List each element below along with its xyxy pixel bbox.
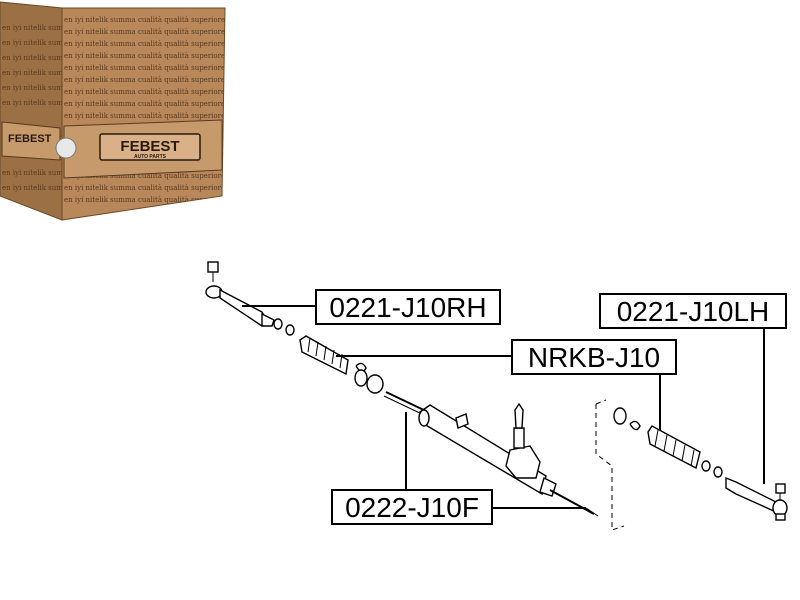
label-0221-j10lh: 0221-J10LH (599, 293, 787, 329)
brand-logo-side: FEBEST (8, 133, 52, 145)
boot-left-drawing (299, 335, 384, 394)
dashed-bracket (595, 399, 625, 531)
label-0222-j10f: 0222-J10F (331, 489, 493, 525)
product-box: en iyi nitelik summa cualità qualità sup… (0, 1, 451, 221)
svg-text:0221-J10LH: 0221-J10LH (617, 296, 770, 327)
svg-text:en iyi nitelik summa cualità: en iyi nitelik summa cualità qualità sup… (64, 111, 451, 120)
svg-text:en iyi nitelik summa cualità: en iyi nitelik summa cualità qualità sup… (64, 27, 451, 36)
svg-text:en iyi nitelik summa cualità: en iyi nitelik summa cualità qualità sup… (2, 168, 389, 177)
tie-rod-end-left-drawing (725, 476, 788, 521)
quality-badge-icon (55, 137, 77, 159)
steering-rack-drawing (383, 391, 599, 517)
svg-text:0222-J10F: 0222-J10F (345, 492, 479, 523)
svg-text:en iyi nitelik summa cualità: en iyi nitelik summa cualità qualità sup… (64, 87, 451, 96)
svg-text:en iyi nitelik summa cualità: en iyi nitelik summa cualità qualità sup… (64, 39, 451, 48)
svg-text:en iyi nitelik summa cualità: en iyi nitelik summa cualità qualità sup… (2, 68, 389, 77)
brand-subtitle: AUTO PARTS (134, 154, 167, 160)
box-print-pattern: en iyi nitelik summa cualità qualità sup… (64, 15, 451, 204)
brand-logo: FEBEST (120, 138, 179, 155)
svg-text:en iyi nitelik summa cualità: en iyi nitelik summa cualità qualità sup… (64, 15, 451, 24)
svg-text:NRKB-J10: NRKB-J10 (528, 342, 660, 373)
svg-text:en iyi nitelik summa cualità: en iyi nitelik summa cualità qualità sup… (64, 51, 451, 60)
svg-text:en iyi nitelik summa cualità: en iyi nitelik summa cualità qualità sup… (64, 63, 451, 72)
svg-text:en iyi nitelik summa cualità: en iyi nitelik summa cualità qualità sup… (64, 195, 451, 204)
label-0221-j10rh: 0221-J10RH (315, 289, 501, 325)
svg-text:en iyi nitelik summa cualità: en iyi nitelik summa cualità qualità sup… (64, 183, 451, 192)
label-nrkb-j10: NRKB-J10 (511, 339, 677, 375)
svg-text:en iyi nitelik summa cualità: en iyi nitelik summa cualità qualità sup… (2, 183, 389, 192)
svg-text:0221-J10RH: 0221-J10RH (329, 292, 486, 323)
svg-text:en iyi nitelik summa cualità: en iyi nitelik summa cualità qualità sup… (2, 98, 389, 107)
svg-text:en iyi nitelik summa cualità: en iyi nitelik summa cualità qualità sup… (64, 99, 451, 108)
svg-text:en iyi nitelik summa cualità: en iyi nitelik summa cualità qualità sup… (2, 38, 389, 47)
svg-text:en iyi nitelik summa cualità: en iyi nitelik summa cualità qualità sup… (2, 83, 389, 92)
svg-text:en iyi nitelik summa cualità: en iyi nitelik summa cualità qualità sup… (2, 53, 389, 62)
tie-rod-end-right-drawing (205, 261, 295, 336)
svg-text:en iyi nitelik summa cualità: en iyi nitelik summa cualità qualità sup… (2, 23, 389, 32)
svg-text:en iyi nitelik summa cualità: en iyi nitelik summa cualità qualità sup… (64, 171, 451, 180)
svg-text:en iyi nitelik summa cualità: en iyi nitelik summa cualità qualità sup… (64, 75, 451, 84)
boot-right-drawing (613, 407, 723, 478)
leader-lines (242, 305, 765, 509)
